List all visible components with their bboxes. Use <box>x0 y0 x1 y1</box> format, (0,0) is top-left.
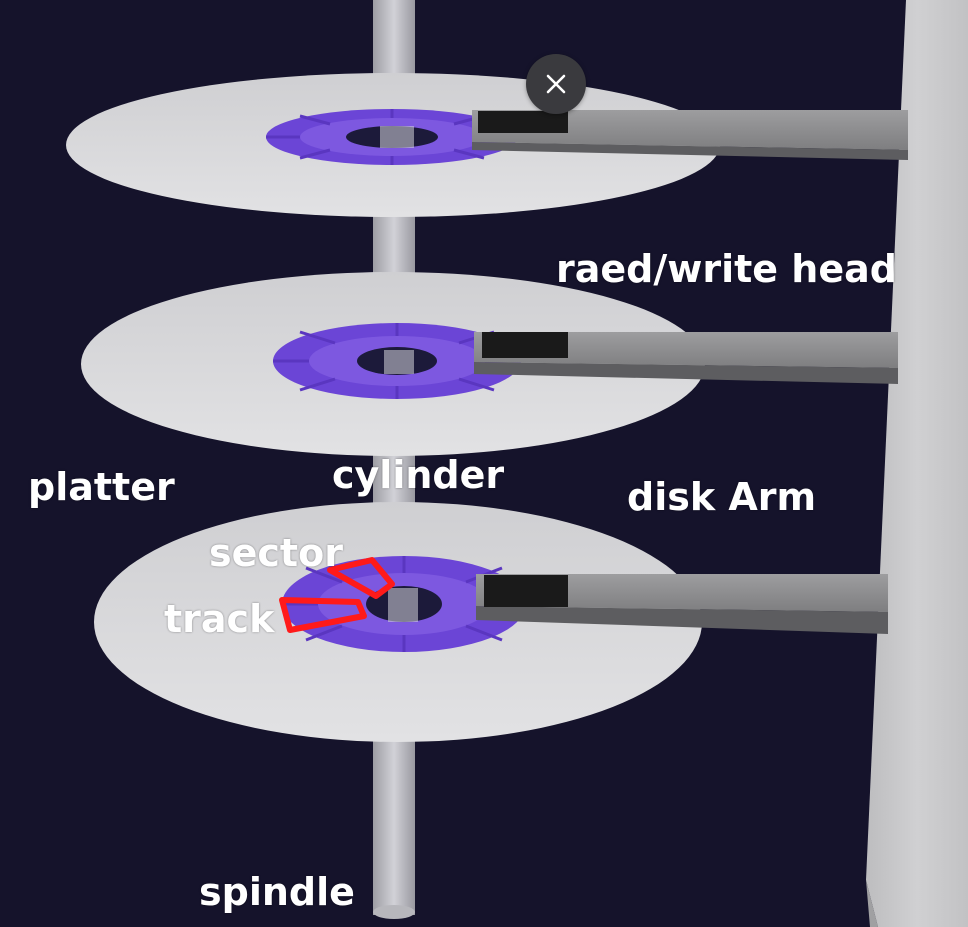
track-label: track <box>164 597 275 641</box>
disk-arm-1 <box>472 110 908 160</box>
read-write-head-2 <box>482 332 568 358</box>
actuator-column <box>866 0 968 927</box>
cylinder-label: cylinder <box>332 453 505 497</box>
platter-label: platter <box>28 465 175 509</box>
close-icon <box>546 74 566 94</box>
sector-highlight <box>327 557 395 599</box>
read-write-head-label: raed/write head <box>556 247 897 291</box>
disk-arm-label: disk Arm <box>627 475 817 519</box>
spindle-label: spindle <box>199 870 355 914</box>
disk-arm-2 <box>474 332 898 384</box>
sector-label: sector <box>209 531 343 575</box>
spindle-front <box>380 126 418 622</box>
close-button[interactable] <box>526 54 586 114</box>
track-highlight <box>279 597 367 633</box>
read-write-head-3 <box>484 575 568 607</box>
disk-arm-3 <box>476 574 888 634</box>
read-write-head-1 <box>478 111 568 133</box>
